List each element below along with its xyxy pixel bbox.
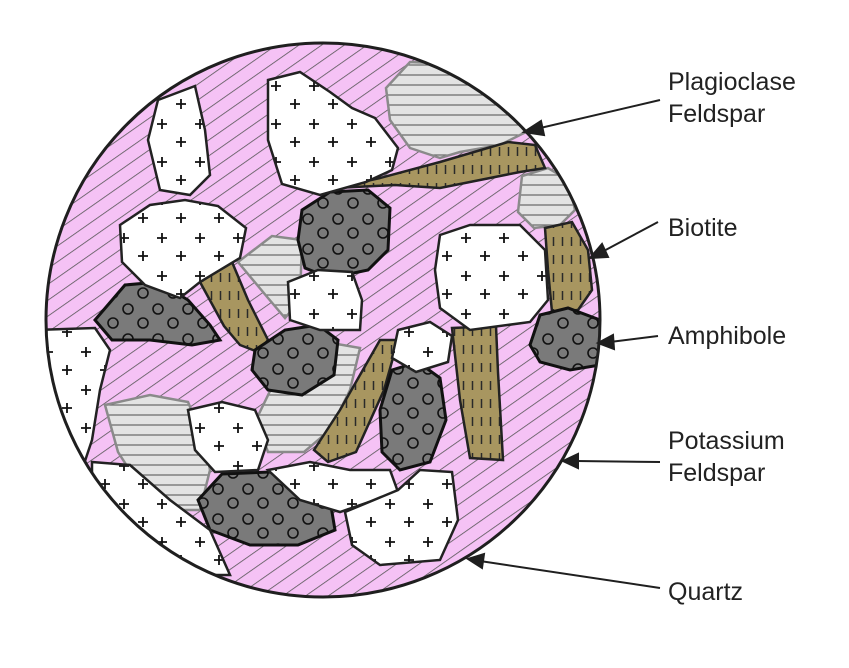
biotite-arrowhead xyxy=(587,242,610,260)
label-quartz-line1: Quartz xyxy=(668,578,744,606)
label-potassium-line2: Feldspar xyxy=(668,459,766,487)
thin-section-outline xyxy=(44,41,602,599)
potassium-arrowhead xyxy=(560,452,579,470)
amphibole-arrowhead xyxy=(595,333,616,351)
amphibole-grains xyxy=(93,188,600,547)
mineral-grains xyxy=(46,43,600,597)
biotite-grains xyxy=(198,140,594,464)
quartz-arrowhead xyxy=(465,552,486,570)
quartz-leader-line xyxy=(479,560,661,589)
potassium-leader-line xyxy=(575,460,661,463)
plagioclase-leader-line xyxy=(535,99,661,130)
label-plagioclase-line1: Plagioclase xyxy=(668,68,796,96)
biotite-leader-line xyxy=(599,221,659,254)
plagioclase-arrowhead xyxy=(521,119,546,137)
label-potassium-line1: Potassium xyxy=(668,427,785,455)
leader-lines xyxy=(465,99,661,589)
label-amphibole: Amphibole xyxy=(668,320,786,352)
label-biotite-line1: Biotite xyxy=(668,214,738,242)
label-potassium-feldspar: Potassium Feldspar xyxy=(668,425,785,489)
label-plagioclase-feldspar: Plagioclase Feldspar xyxy=(668,66,796,130)
label-biotite: Biotite xyxy=(668,212,737,244)
quartz-grains xyxy=(46,70,550,577)
label-plagioclase-line2: Feldspar xyxy=(668,100,766,128)
amphibole-leader-line xyxy=(609,335,659,343)
label-quartz: Quartz xyxy=(668,576,743,608)
label-amphibole-line1: Amphibole xyxy=(668,322,787,350)
